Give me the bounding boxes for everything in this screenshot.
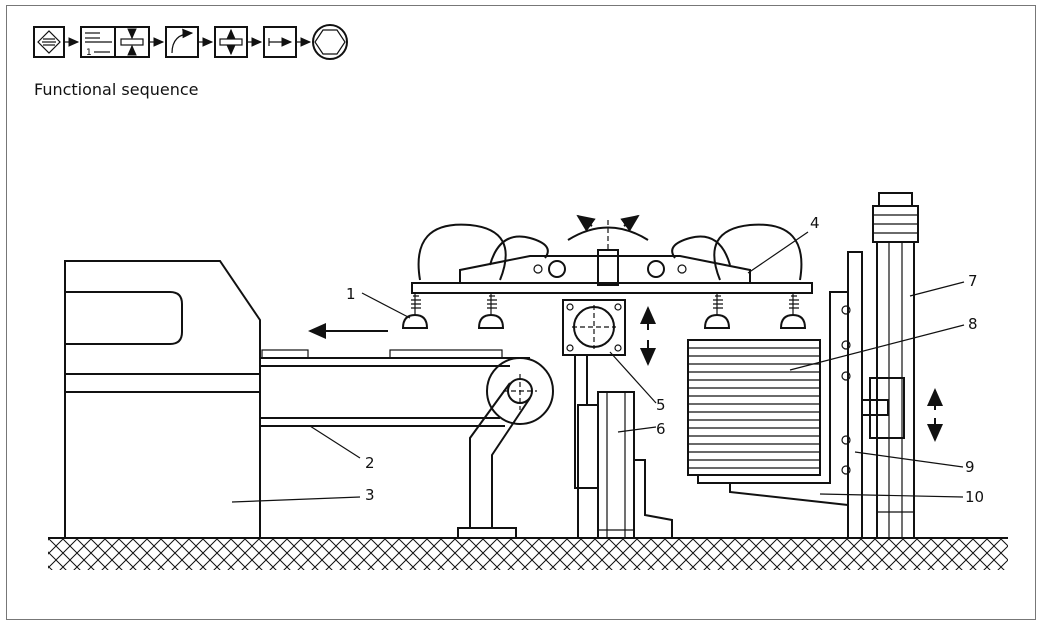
label-4: 4 [810,214,820,232]
label-9: 9 [965,458,975,476]
guide-rail-9 [841,251,863,539]
svg-text:1: 1 [86,48,92,58]
label-3: 3 [365,486,375,504]
magazine-symbol [33,26,65,58]
suction-cup [401,293,429,329]
clamping-symbol [114,26,150,58]
label-10: 10 [965,488,984,506]
label-5: 5 [656,396,666,414]
feed-symbol [263,26,297,58]
label-7: 7 [968,272,978,290]
figure-frame [6,5,1036,620]
sequence-symbols: 1 [33,24,348,60]
label-1: 1 [346,285,356,303]
suction-cups-1 [401,293,807,329]
suction-cup [477,293,505,329]
rotary-drive-5 [562,299,656,366]
suction-cup [703,293,731,329]
sheet-stack-8 [687,339,821,476]
suction-cup [779,293,807,329]
machine-3 [64,260,261,538]
label-8: 8 [968,315,978,333]
lift-unit-6 [574,355,673,539]
leader-lines [231,231,965,503]
swivel-symbol [165,26,199,58]
label-6: 6 [656,420,666,438]
conveyor-2 [260,349,554,539]
lifting-tray-10 [697,291,849,506]
label-2: 2 [365,454,375,472]
functional-sequence-caption: Functional sequence [34,80,199,99]
release-symbol [214,26,248,58]
gripper-head-4 [411,214,813,294]
floor [48,537,1008,570]
separation-symbol: 1 [80,26,116,58]
column-7 [862,192,943,539]
machine-octagon-symbol [312,24,348,60]
